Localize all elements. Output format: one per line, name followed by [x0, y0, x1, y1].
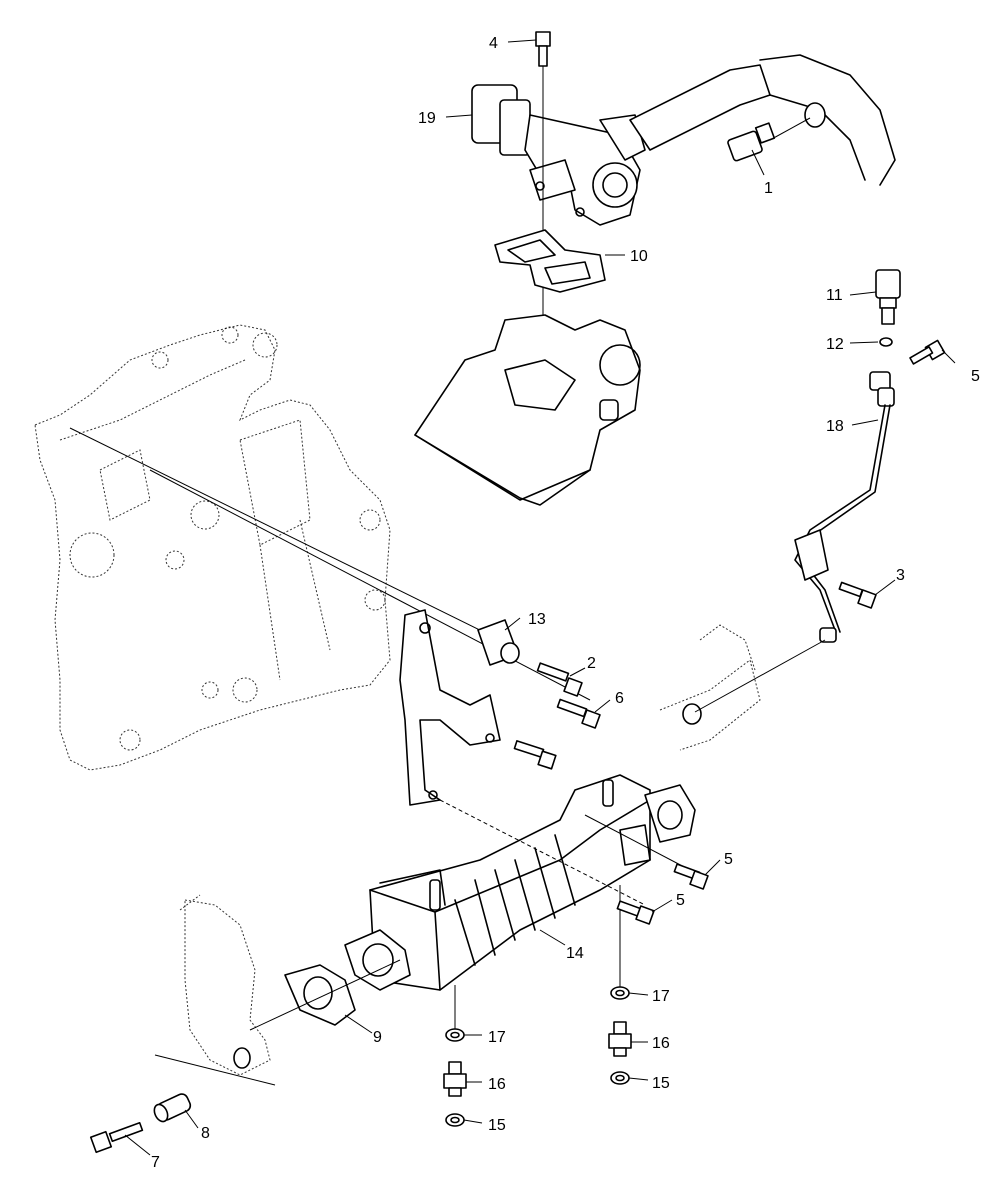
engine-block: [34, 324, 391, 771]
callout-8: 8: [201, 1125, 210, 1142]
fitting-16-left-icon: [443, 1061, 467, 1097]
bolt-guide-line: [584, 814, 691, 871]
callout-12: 12: [826, 336, 844, 353]
callout-9: 9: [373, 1029, 382, 1046]
washer-15-right-icon: [610, 1071, 630, 1085]
bolt-7-icon: [89, 1121, 144, 1154]
callout-17-right: 17: [652, 988, 670, 1005]
washer-17-right-icon: [610, 986, 630, 1000]
pressure-pipe-18: [794, 371, 895, 643]
callout-18: 18: [826, 418, 844, 435]
bracket-13: [399, 609, 501, 806]
callout-4: 4: [489, 35, 498, 52]
guide-line-bolts: [149, 469, 591, 701]
callout-5-top: 5: [971, 368, 980, 385]
leader-lines: [124, 39, 956, 1156]
spacer-13: [477, 619, 520, 666]
egr-cooler-14: [344, 774, 696, 991]
pipe-guide-line: [694, 639, 826, 713]
callout-2: 2: [587, 655, 596, 672]
manifold-guide-line: [154, 1054, 276, 1086]
bolt-3-icon: [838, 581, 877, 609]
washer-17-left-icon: [445, 1028, 465, 1042]
bolt-6-icon: [556, 698, 601, 729]
washer-15-left-icon: [445, 1113, 465, 1127]
callout-19: 19: [418, 110, 436, 127]
callout-5-lower: 5: [676, 892, 685, 909]
guide-line-bracket: [69, 427, 501, 641]
bolt-2-icon: [536, 662, 583, 697]
bolt-5-cooler-a-icon: [673, 863, 709, 890]
callout-7: 7: [151, 1154, 160, 1171]
washer-12-icon: [879, 337, 893, 347]
callout-10: 10: [630, 248, 648, 265]
callout-17-left: 17: [488, 1029, 506, 1046]
bolt-bracket-icon: [513, 740, 557, 770]
callout-15-right: 15: [652, 1075, 670, 1092]
intake-manifold: [414, 314, 641, 506]
callouts: 4 19 1 10 11 12 5 18 3 13 2 6 5 5 14 9 1…: [151, 35, 980, 1171]
exhaust-manifold-left: [179, 894, 271, 1076]
pressure-sensor-1-icon: [727, 122, 776, 162]
gasket-10: [494, 229, 606, 293]
bolt-5-top-icon: [909, 339, 946, 365]
callout-16-right: 16: [652, 1035, 670, 1052]
sensor-11-icon: [875, 269, 901, 325]
callout-1: 1: [764, 180, 773, 197]
callout-14: 14: [566, 945, 584, 962]
exhaust-pipe-right: [659, 624, 761, 751]
egr-valve-assembly: [471, 54, 896, 226]
gasket-guide-line: [249, 959, 401, 1031]
callout-11: 11: [826, 287, 843, 304]
gasket-9: [284, 964, 356, 1026]
fitting-16-right-icon: [608, 1021, 632, 1057]
callout-15-left: 15: [488, 1117, 506, 1134]
cooler-guide-line: [439, 799, 646, 906]
callout-3: 3: [896, 567, 905, 584]
bolt-5-cooler-b-icon: [616, 900, 655, 925]
callout-13: 13: [528, 611, 546, 628]
callout-16-left: 16: [488, 1076, 506, 1093]
callout-5-middle: 5: [724, 851, 733, 868]
sleeve-8-icon: [153, 1093, 192, 1123]
callout-6: 6: [615, 690, 624, 707]
bolt-4-icon: [535, 31, 551, 67]
